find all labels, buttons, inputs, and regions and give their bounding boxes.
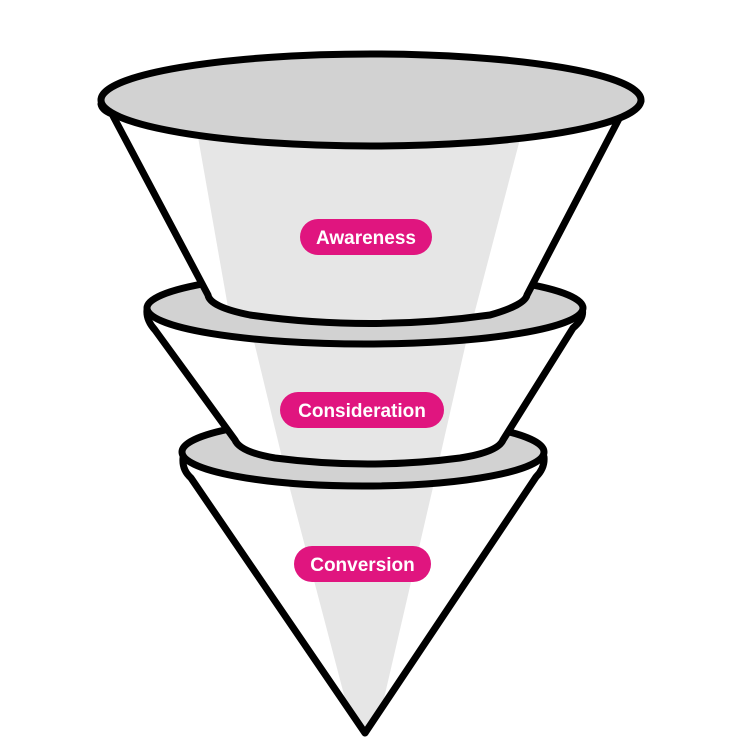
conversion-label: Conversion — [310, 555, 415, 576]
consideration-pill: Consideration — [280, 392, 444, 428]
consideration-label: Consideration — [298, 401, 426, 422]
conversion-pill: Conversion — [294, 546, 431, 582]
conversion-cone-outline — [179, 453, 548, 737]
awareness-pill: Awareness — [300, 219, 432, 255]
funnel-stage-awareness: Awareness — [97, 50, 645, 327]
consideration-cone-outline — [143, 304, 587, 468]
awareness-rim — [97, 50, 645, 150]
conversion-highlight-band — [285, 470, 437, 733]
awareness-label: Awareness — [316, 228, 416, 249]
